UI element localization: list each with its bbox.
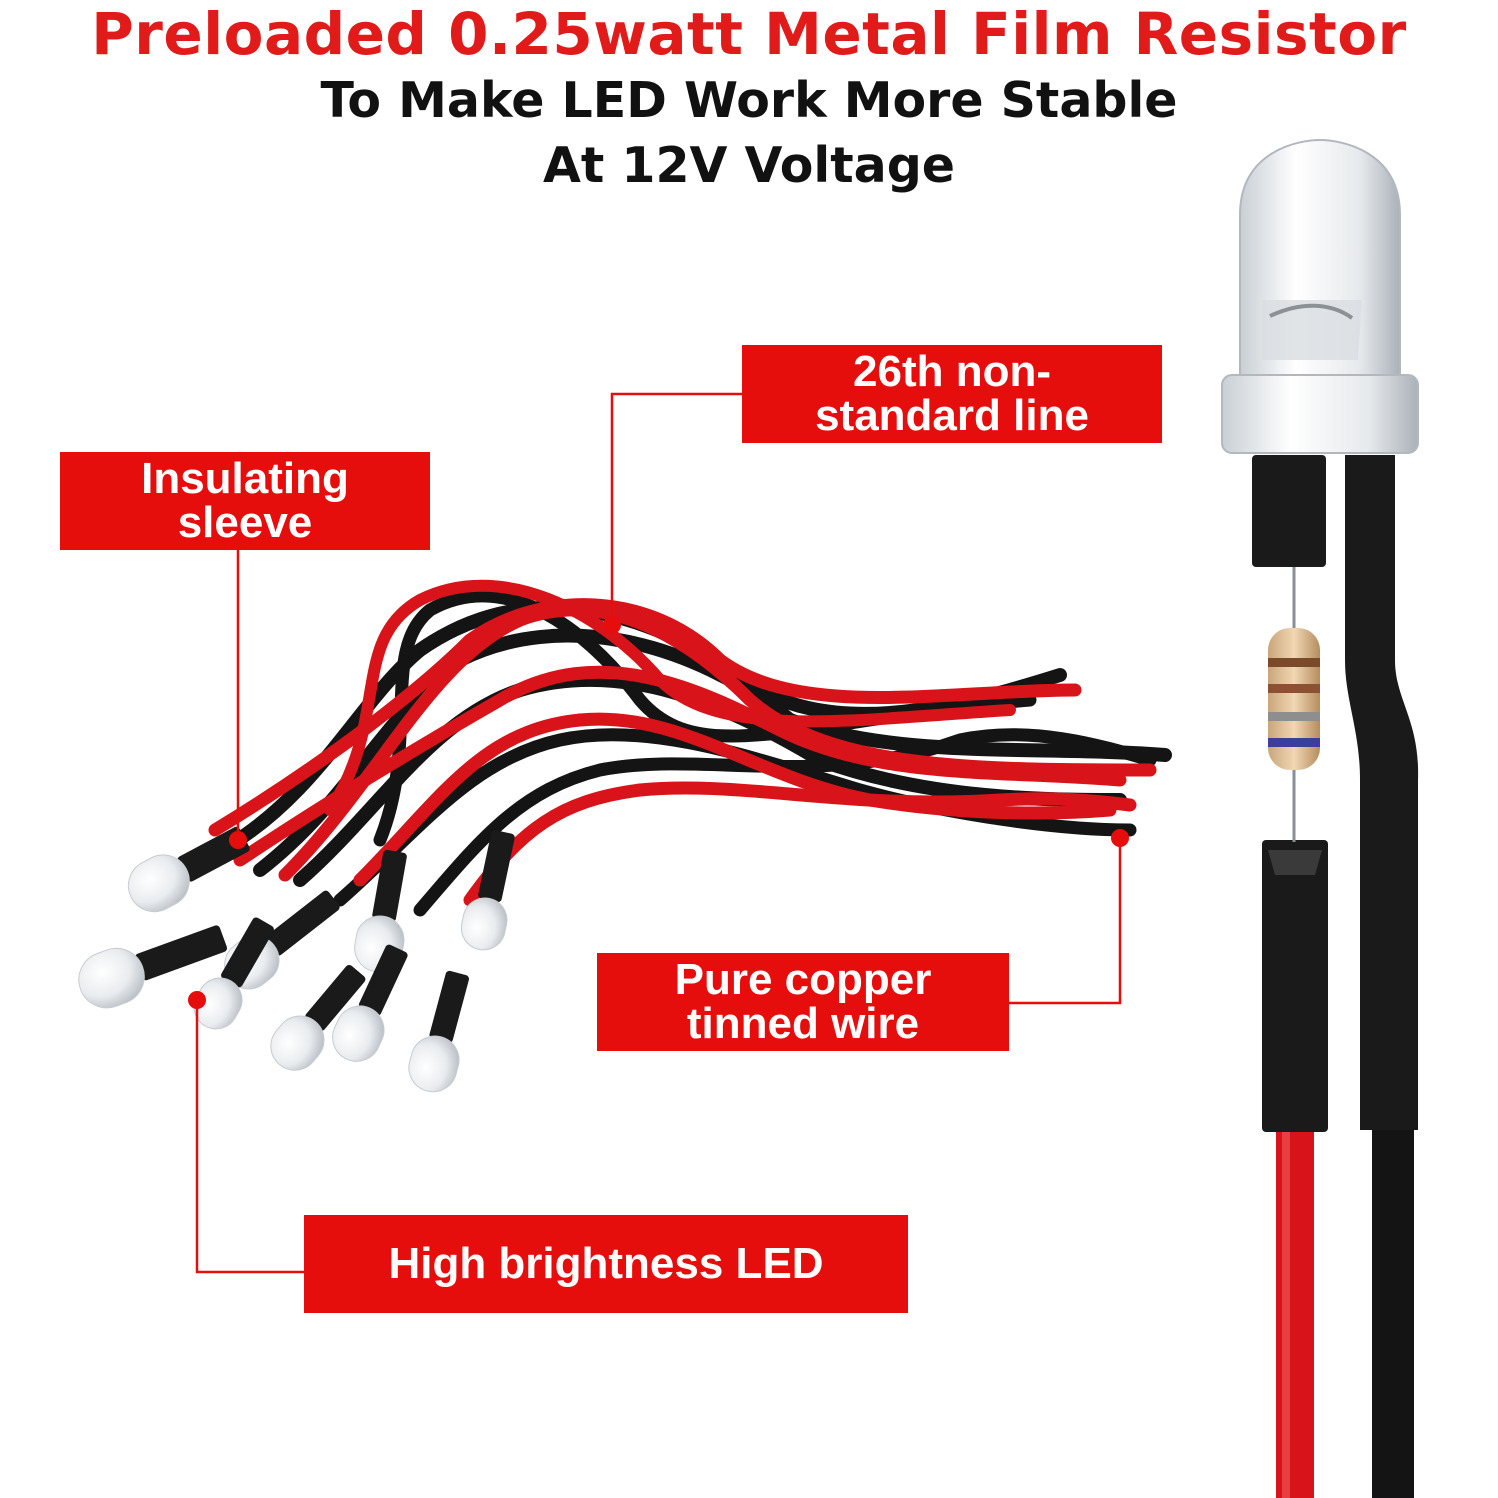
black-sleeve-long: [1345, 455, 1419, 1130]
subtitle-line-1: To Make LED Work More Stable: [320, 72, 1178, 129]
callout-copper-wire: Pure copper tinned wire: [597, 953, 1009, 1051]
subtitle-line-2: At 12V Voltage: [542, 137, 956, 194]
sleeve-bottom: [1262, 840, 1328, 1132]
callout-leaders: [195, 392, 1122, 1274]
callout-insulating-sleeve: Insulating sleeve: [60, 452, 430, 550]
short-sleeve-top: [1252, 455, 1326, 567]
page-title: Preloaded 0.25watt Metal Film Resistor: [91, 0, 1407, 68]
callout-26th-line: 26th non- standard line: [742, 345, 1162, 443]
red-lead-wire: [1276, 1130, 1314, 1498]
led-rim: [1221, 374, 1419, 454]
wire-bundle: [208, 579, 1172, 917]
callout-high-brightness-led: High brightness LED: [304, 1215, 908, 1313]
callout-dots: [188, 616, 1129, 1009]
large-led-diagram: [1221, 138, 1419, 1498]
small-led-group: [78, 826, 515, 1093]
resistor: [1268, 628, 1320, 770]
